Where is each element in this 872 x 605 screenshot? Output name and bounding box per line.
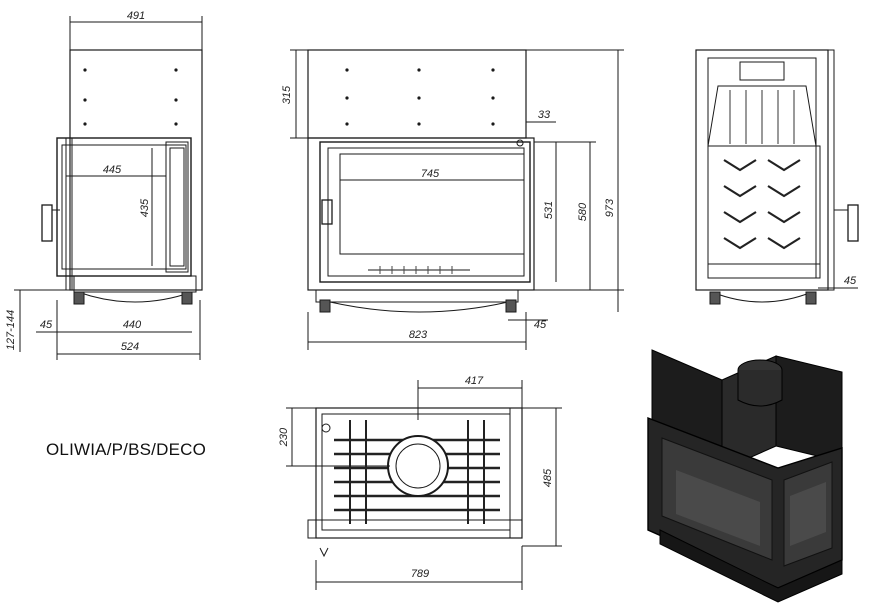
dim-back-leg-inset: 45 [844,275,857,287]
isometric-view [647,349,843,603]
dim-top-flue-depth: 230 [278,427,290,447]
dim-side-top-height: 315 [281,85,293,104]
dim-side-door-height: 580 [577,202,589,221]
model-name: OLIWIA/P/BS/DECO [46,440,207,459]
dim-side-total-height: 973 [604,198,616,217]
dim-side-leg-inset: 45 [534,319,547,331]
dim-front-leg-inset: 45 [40,319,53,331]
dim-top-width: 789 [411,568,429,580]
dim-side-total-width: 823 [409,329,428,341]
dim-front-leg-height: 127-144 [5,310,17,350]
dim-side-offset: 33 [538,109,551,121]
dim-top-flue-offset: 417 [465,375,484,387]
dim-front-glass-width: 445 [103,164,122,176]
dim-side-glass-width: 745 [421,168,440,180]
top-view [286,380,562,590]
dim-side-glass-height: 531 [543,201,555,219]
dim-top-depth: 485 [542,468,554,487]
dim-front-glass-height: 435 [139,198,151,217]
dim-front-total-width: 524 [121,341,139,353]
dim-front-base-width: 440 [123,319,142,331]
front-view [14,16,203,360]
side-view [290,49,624,350]
dim-front-width: 491 [127,10,145,22]
back-view [695,49,859,305]
